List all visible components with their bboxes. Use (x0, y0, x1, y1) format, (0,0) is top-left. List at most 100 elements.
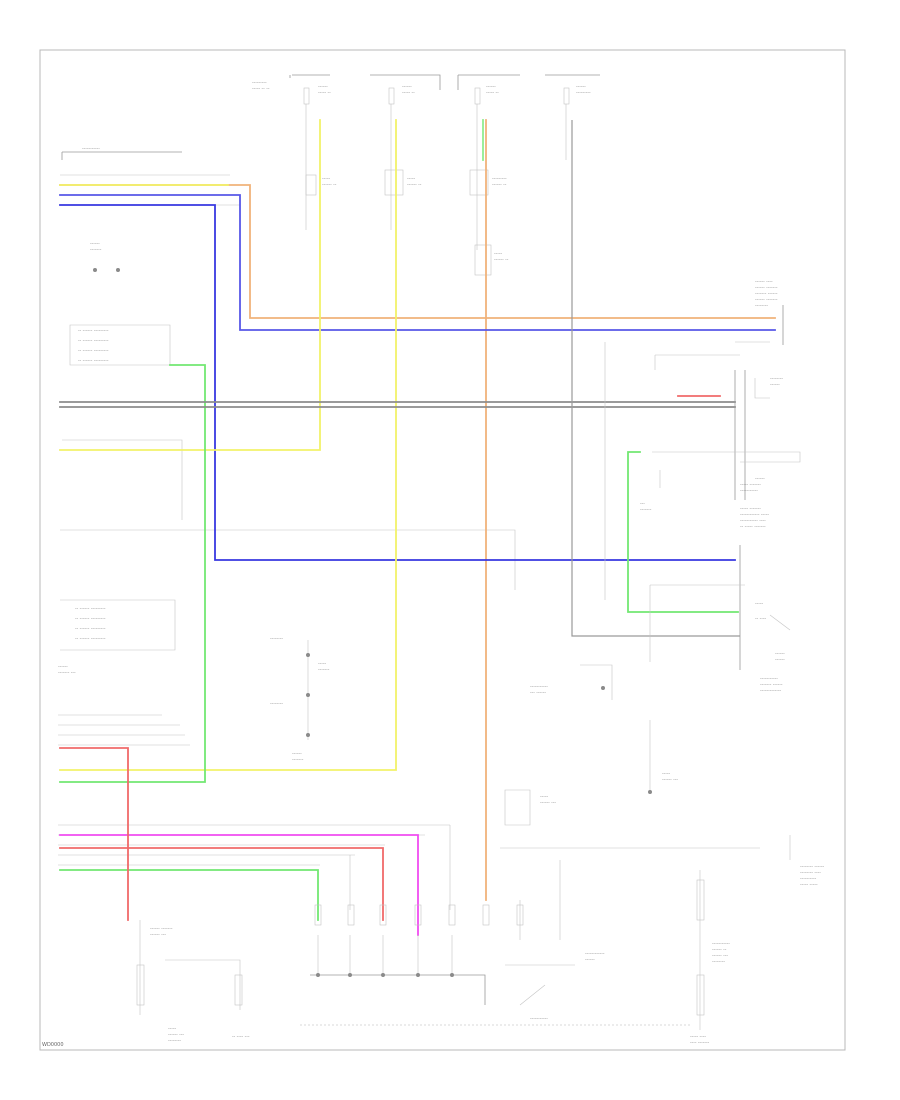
svg-text:------ --: ------ -- (494, 258, 509, 263)
svg-text:----- --: ----- -- (402, 91, 415, 96)
svg-text:------ ---: ------ --- (540, 801, 556, 806)
svg-text:------: ------ (775, 652, 785, 657)
colored-wires (59, 119, 776, 936)
svg-text:-----------: ----------- (82, 147, 100, 152)
wire-red-vertical (59, 747, 129, 921)
top-fuse-group: -------------- -- -- ----------- -- ----… (252, 74, 600, 276)
wire-magenta (59, 834, 419, 936)
svg-text:-----------: ----------- (740, 489, 758, 494)
left-connector-blocks: ----------- ------------- -- ------ ----… (58, 147, 516, 866)
svg-text:-----------: ----------- (760, 677, 778, 682)
svg-text:------------: ------------ (585, 952, 605, 957)
svg-text:----- -------: ----- ------- (740, 507, 761, 512)
center-switch: -------- ------------ -------- ---------… (270, 637, 330, 763)
svg-text:------: ------ (58, 665, 68, 670)
svg-text:-- ------ ---------: -- ------ --------- (78, 339, 109, 344)
svg-text:-------: ------- (318, 668, 330, 673)
svg-text:------: ------ (585, 958, 595, 963)
svg-text:--------: -------- (712, 960, 725, 965)
svg-text:---------: --------- (576, 91, 591, 96)
svg-text:------ --: ------ -- (492, 183, 507, 188)
svg-text:-- ------ ---------: -- ------ --------- (75, 607, 106, 612)
svg-text:------: ------ (486, 85, 496, 90)
svg-text:-------- ------: -------- ------ (800, 865, 825, 870)
svg-text:----- -------: ----- ------- (740, 483, 761, 488)
svg-text:--------: -------- (270, 702, 283, 707)
svg-text:--- ------: --- ------ (530, 691, 546, 696)
svg-text:------- ------: ------- ------ (760, 683, 783, 688)
wire-green-right (627, 451, 739, 613)
svg-text:------- ------: ------- ------ (755, 292, 778, 297)
svg-text:-- ----- -------: -- ----- ------- (740, 525, 766, 530)
wire-yellow-top (59, 119, 321, 451)
svg-text:---- -------: ---- ------- (690, 1041, 710, 1046)
svg-text:-----: ----- (318, 662, 326, 667)
svg-text:------ --: ------ -- (407, 183, 422, 188)
svg-text:------: ------ (755, 477, 765, 482)
svg-text:------ ---: ------ --- (168, 1033, 184, 1038)
svg-text:--------: -------- (270, 637, 283, 642)
svg-text:-------------: ------------- (760, 689, 781, 694)
svg-text:-- ------ ---------: -- ------ --------- (75, 637, 106, 642)
svg-text:--------: -------- (168, 1039, 181, 1044)
svg-text:------: ------ (770, 383, 780, 388)
svg-text:-------: ------- (90, 248, 102, 253)
footer-code: WD0000 (42, 1042, 64, 1048)
svg-text:------: ------ (90, 242, 100, 247)
svg-text:-----: ----- (407, 177, 415, 182)
svg-text:------ -------: ------ ------- (755, 286, 778, 291)
svg-text:------ ---: ------ --- (662, 778, 678, 783)
svg-text:-------- ----: -------- ---- (800, 871, 821, 876)
svg-text:----- ----: ----- ---- (690, 1035, 706, 1040)
svg-text:-- ------ ---------: -- ------ --------- (75, 627, 106, 632)
svg-text:------ ---: ------ --- (150, 933, 166, 938)
svg-text:-- ------ ---------: -- ------ --------- (78, 359, 109, 364)
svg-text:------ -------: ------ ------- (755, 298, 778, 303)
svg-text:------ ---: ------ --- (712, 954, 728, 959)
svg-text:-----: ----- (755, 602, 763, 607)
svg-text:-------: ------- (292, 758, 304, 763)
svg-text:-- ------ ---------: -- ------ --------- (75, 617, 106, 622)
svg-text:--------: -------- (755, 304, 768, 309)
right-components: ------ ---- ------ ------- ------- -----… (500, 280, 825, 888)
svg-text:----------: ---------- (800, 877, 817, 882)
svg-text:----- -- --: ----- -- -- (252, 87, 270, 92)
svg-text:------ --: ------ -- (712, 948, 727, 953)
wire-gray-vertical (571, 120, 740, 637)
svg-text:-------: ------- (640, 508, 652, 513)
svg-text:-- ------ ---------: -- ------ --------- (78, 329, 109, 334)
svg-text:----- --: ----- -- (318, 91, 331, 96)
svg-text:----- -----: ----- ----- (800, 883, 818, 888)
svg-text:-----: ----- (494, 252, 502, 257)
svg-text:-----: ----- (168, 1027, 176, 1032)
svg-text:---: --- (640, 502, 645, 507)
svg-text:-----------: ----------- (530, 1017, 548, 1022)
wire-green-lower (59, 869, 319, 921)
svg-text:------: ------ (402, 85, 412, 90)
svg-text:----- --: ----- -- (486, 91, 499, 96)
svg-text:-- ----: -- ---- (755, 617, 767, 622)
svg-text:-----------: ----------- (712, 942, 730, 947)
diagram-border (39, 49, 846, 1051)
svg-text:------: ------ (292, 752, 302, 757)
svg-text:--------: -------- (770, 377, 783, 382)
svg-text:------: ------ (318, 85, 328, 90)
wire-red-lower (59, 847, 384, 921)
wire-green-left (59, 364, 206, 783)
svg-text:---------: --------- (252, 81, 267, 86)
svg-text:------: ------ (775, 658, 785, 663)
svg-text:---------: --------- (492, 177, 507, 182)
svg-text:-- ---- ---: -- ---- --- (232, 1035, 250, 1040)
svg-text:----------- ----: ----------- ---- (740, 519, 766, 524)
wire-blue-lower (59, 204, 736, 561)
svg-text:-----: ----- (662, 772, 670, 777)
svg-text:-----: ----- (322, 177, 330, 182)
svg-text:------ ----: ------ ---- (755, 280, 773, 285)
svg-text:------ -------: ------ ------- (150, 927, 173, 932)
svg-text:------- ---: ------- --- (58, 671, 76, 676)
wire-yellow-main (59, 119, 397, 771)
svg-text:-----: ----- (540, 795, 548, 800)
svg-text:------: ------ (576, 85, 586, 90)
svg-text:------------ -----: ------------ ----- (740, 513, 769, 518)
